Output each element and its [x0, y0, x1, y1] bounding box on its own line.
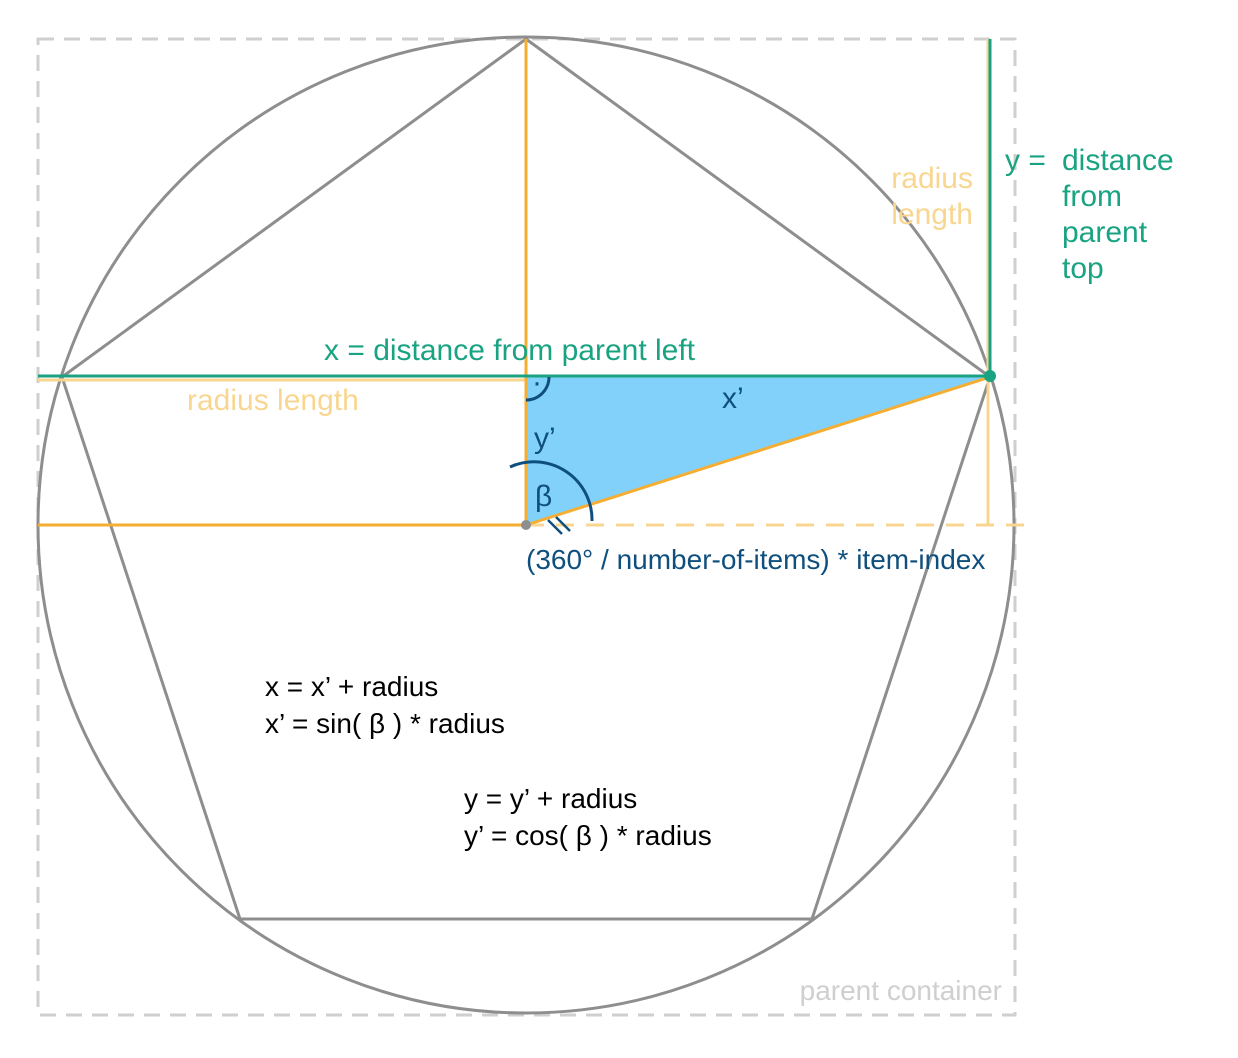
- y-equals-label: y =: [1005, 144, 1046, 177]
- formula-y-line-1: y = y’ + radius: [464, 783, 637, 814]
- parent-container-label: parent container: [800, 975, 1002, 1006]
- center-point: [521, 520, 531, 530]
- formula-x-line-2: x’ = sin( β ) * radius: [265, 708, 505, 739]
- beta-angle-arc: [509, 460, 594, 522]
- right-angle-arc: [525, 376, 551, 402]
- radius-horizontal-label: radius length: [187, 384, 359, 417]
- pentagon-outline: [60, 37, 992, 921]
- x-prime-label: x’: [722, 382, 744, 415]
- radius-vertical-label-line-1: radius: [891, 162, 973, 195]
- formula-y-line-2: y’ = cos( β ) * radius: [464, 820, 712, 851]
- angle-tick-2: [555, 516, 571, 532]
- angle-formula-label: (360° / number-of-items) * item-index: [526, 544, 985, 575]
- item-point: [984, 370, 996, 382]
- y-definition-line-3: parent: [1062, 216, 1148, 249]
- y-definition-line-1: distance: [1062, 144, 1174, 177]
- y-definition-line-4: top: [1062, 252, 1104, 285]
- y-definition-line-2: from: [1062, 180, 1122, 213]
- y-prime-label: y’: [534, 422, 556, 455]
- beta-label: β: [535, 480, 552, 513]
- right-angle-dot: ·: [532, 366, 542, 399]
- x-definition-label: x = distance from parent left: [324, 334, 696, 367]
- angle-tick-1: [547, 519, 563, 535]
- formula-x-line-1: x = x’ + radius: [265, 671, 438, 702]
- radius-vertical-label-line-2: length: [891, 198, 973, 231]
- triangle-hypotenuse: [525, 375, 991, 527]
